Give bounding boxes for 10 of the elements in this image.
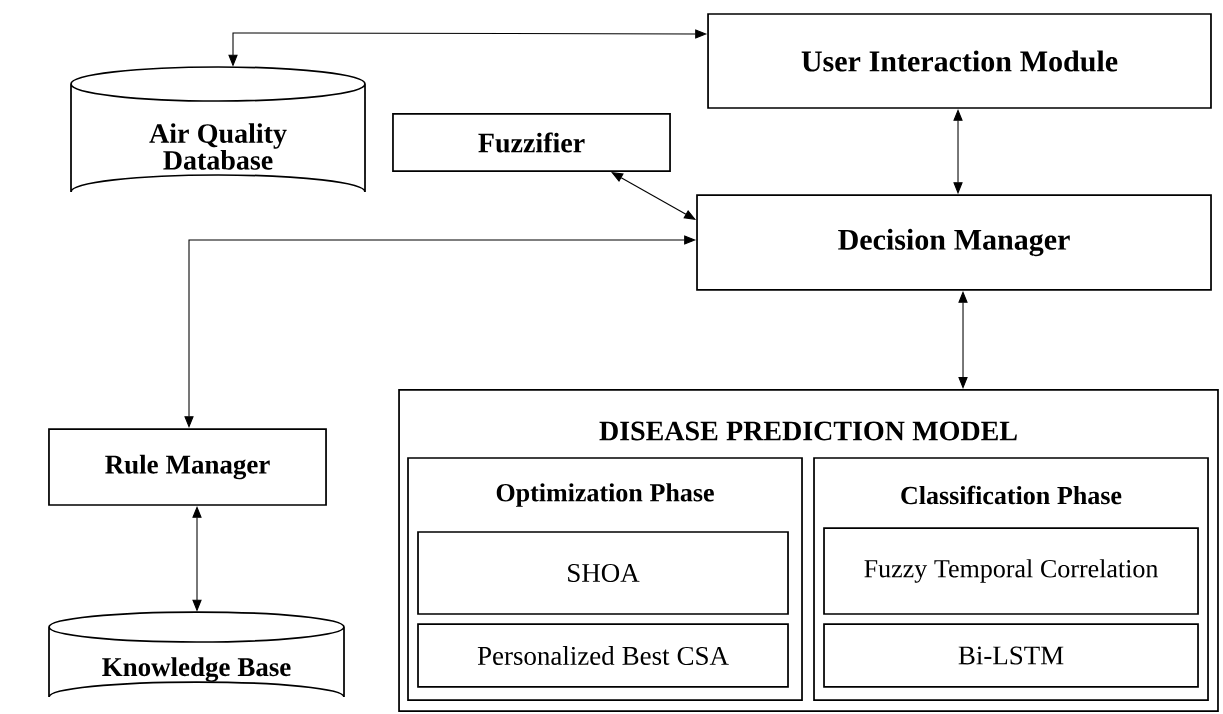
module-box: User Interaction Module — [707, 13, 1212, 109]
module-box: Fuzzifier — [392, 113, 671, 172]
process-box: Bi-LSTM — [823, 623, 1199, 688]
process-box: Personalized Best CSA — [417, 623, 789, 688]
database-cylinder: Air Quality Database — [70, 66, 366, 193]
module-box: Decision Manager — [696, 194, 1212, 291]
database-cylinder: Knowledge Base — [48, 611, 345, 698]
process-box: SHOA — [417, 531, 789, 615]
process-box: Fuzzy Temporal Correlation — [823, 527, 1199, 615]
module-box: Rule Manager — [48, 428, 327, 506]
